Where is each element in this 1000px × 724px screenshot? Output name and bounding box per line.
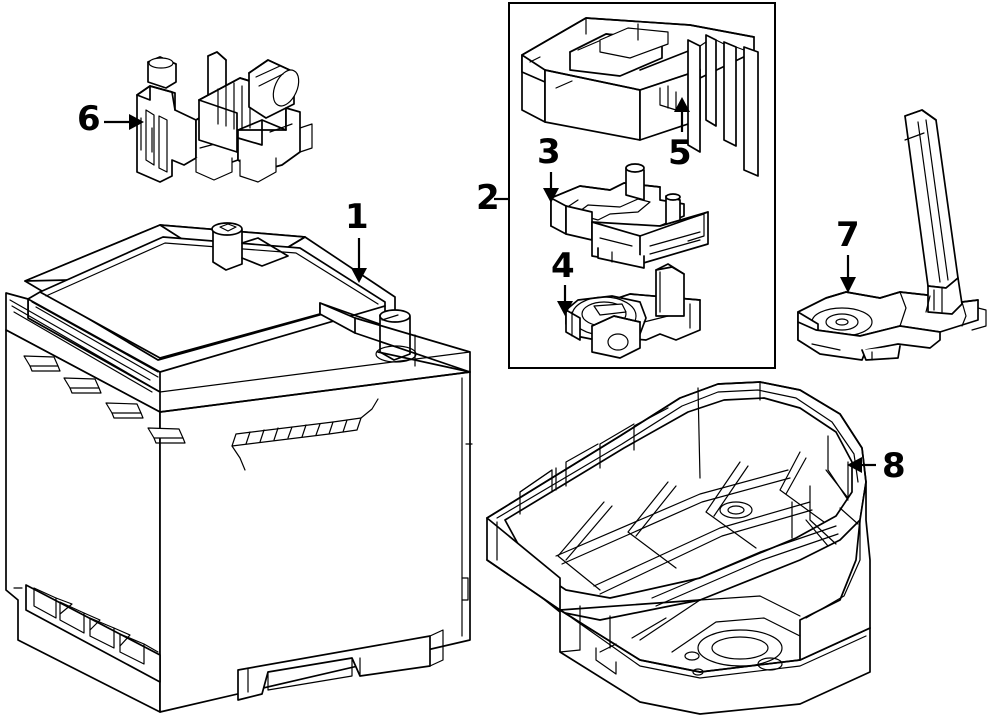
battery-grip-slots <box>23 355 186 444</box>
terminal-assembly-group-box <box>508 2 776 369</box>
part-8-battery-tray[interactable] <box>486 381 871 715</box>
battery-base-right-rail <box>237 629 444 701</box>
callout-label-8[interactable]: 8 <box>882 446 906 486</box>
callout-label-3[interactable]: 3 <box>537 132 561 172</box>
callout-5-leader <box>674 97 690 132</box>
callout-3-leader <box>543 172 559 203</box>
part-3-terminal-bracket[interactable] <box>550 163 709 269</box>
callout-label-6[interactable]: 6 <box>77 99 101 139</box>
part-1-battery[interactable] <box>5 222 473 713</box>
callout-4-leader <box>557 285 573 316</box>
part-4-terminal-clamp[interactable] <box>565 263 701 359</box>
tray-back-ribs <box>519 407 669 515</box>
tray-right-ribs <box>791 435 859 547</box>
part-6-junction-block[interactable] <box>136 51 313 183</box>
callout-label-7[interactable]: 7 <box>836 215 860 255</box>
callout-7-leader <box>840 255 856 293</box>
tray-floor-grid <box>555 451 839 607</box>
part-5-fusible-link-block[interactable] <box>521 17 759 177</box>
callout-1-leader <box>351 238 367 283</box>
callout-label-2[interactable]: 2 <box>476 178 500 218</box>
callout-8-leader <box>847 457 876 473</box>
part-7-hold-down-clamp[interactable] <box>797 109 987 361</box>
battery-vent-hash-marks <box>231 398 379 471</box>
callout-label-1[interactable]: 1 <box>345 197 369 237</box>
callout-label-5[interactable]: 5 <box>668 133 692 173</box>
callout-6-leader <box>104 114 144 130</box>
battery-base-left-rail <box>25 584 161 683</box>
callout-label-4[interactable]: 4 <box>551 246 575 286</box>
